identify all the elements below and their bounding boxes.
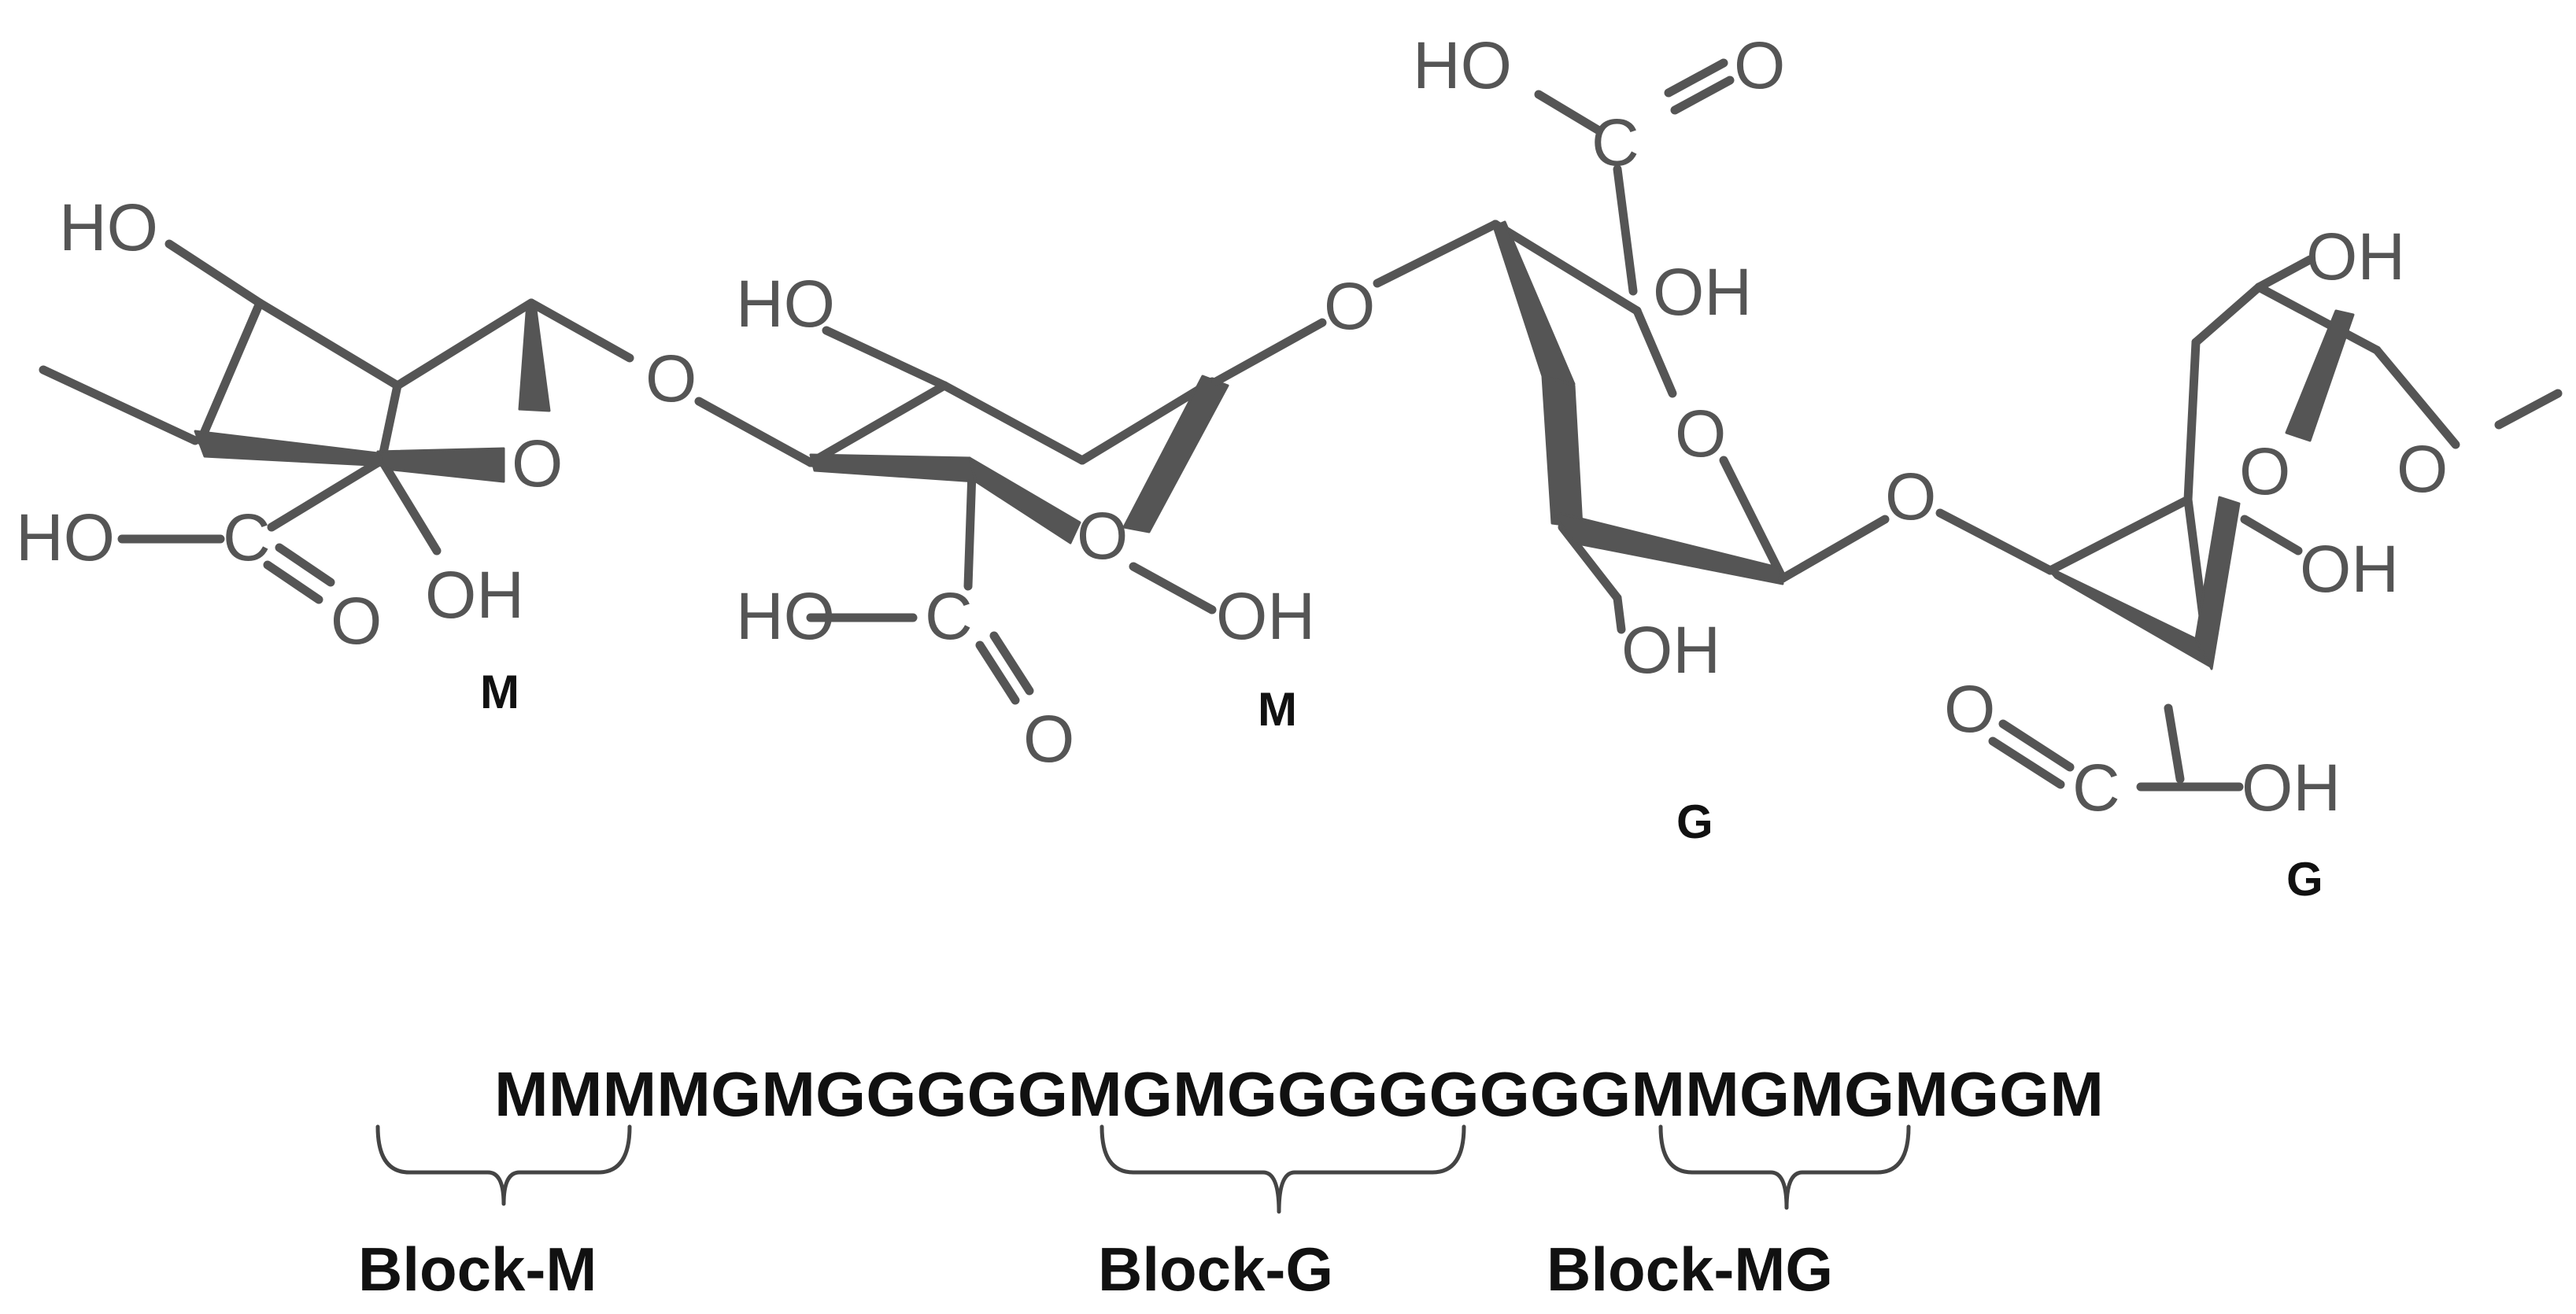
unit-4-oh-right: OH xyxy=(2300,532,2399,606)
unit-4-cooh-oh: OH xyxy=(2242,751,2341,825)
unit-2-cooh-o: O xyxy=(1023,702,1074,776)
monomer-sequence: MMMMGMGGGGGMGMGGGGGGGGMMGMGMGGM xyxy=(494,1059,2104,1129)
unit-3-g: HO O C OH O OH G xyxy=(1413,28,1787,848)
unit-1-ho-top: HO xyxy=(59,190,158,264)
unit-1-oh: OH xyxy=(425,558,524,632)
unit-2-m: HO O HO C O OH M xyxy=(736,267,1315,776)
glycosidic-oxygen-1: O xyxy=(645,341,697,415)
glycosidic-oxygen-2: O xyxy=(1324,269,1375,343)
block-m-label: Block-M xyxy=(358,1235,597,1304)
unit-3-ring-oxygen: O xyxy=(1675,397,1726,471)
unit-3-cooh-o: O xyxy=(1734,28,1785,102)
unit-1-m: HO O HO C O OH M xyxy=(16,190,634,718)
unit-1-cooh-c: C xyxy=(223,500,271,574)
unit-4-oh-top: OH xyxy=(2306,220,2405,293)
block-m-brace xyxy=(375,1124,632,1206)
block-mg-label: Block-MG xyxy=(1547,1235,1833,1304)
block-g-label: Block-G xyxy=(1098,1235,1333,1304)
block-g-brace xyxy=(1100,1124,1466,1214)
unit-3-oh-top: OH xyxy=(1653,255,1752,329)
unit-3-cooh-c: C xyxy=(1591,105,1639,179)
unit-4-ring-oxygen: O xyxy=(2239,434,2290,508)
block-mg-brace xyxy=(1658,1124,1911,1210)
unit-2-cooh-ho: HO xyxy=(736,579,835,653)
unit-1-cooh-ho: HO xyxy=(16,500,115,574)
unit-4-cooh-o: O xyxy=(1944,672,1995,746)
unit-3-oh-bottom: OH xyxy=(1621,613,1720,687)
unit-2-cooh-c: C xyxy=(925,579,973,653)
unit-1-label: M xyxy=(480,666,519,718)
glycosidic-oxygen-3: O xyxy=(1885,460,1936,533)
unit-2-label: M xyxy=(1258,683,1297,736)
unit-1-cooh-o: O xyxy=(331,584,382,658)
unit-4-ring-oxygen-2: O xyxy=(2397,432,2448,506)
unit-4-label: G xyxy=(2286,853,2323,906)
unit-2-oh: OH xyxy=(1216,579,1315,653)
unit-1-ring-oxygen: O xyxy=(512,426,563,500)
unit-3-cooh-ho: HO xyxy=(1413,28,1512,102)
unit-4-cooh-c: C xyxy=(2072,751,2120,825)
unit-2-ring-oxygen: O xyxy=(1077,499,1128,573)
unit-3-label: G xyxy=(1676,795,1713,848)
unit-4-g: OH O O OH O C OH G xyxy=(1944,220,2563,906)
unit-2-ho-top: HO xyxy=(736,267,835,341)
